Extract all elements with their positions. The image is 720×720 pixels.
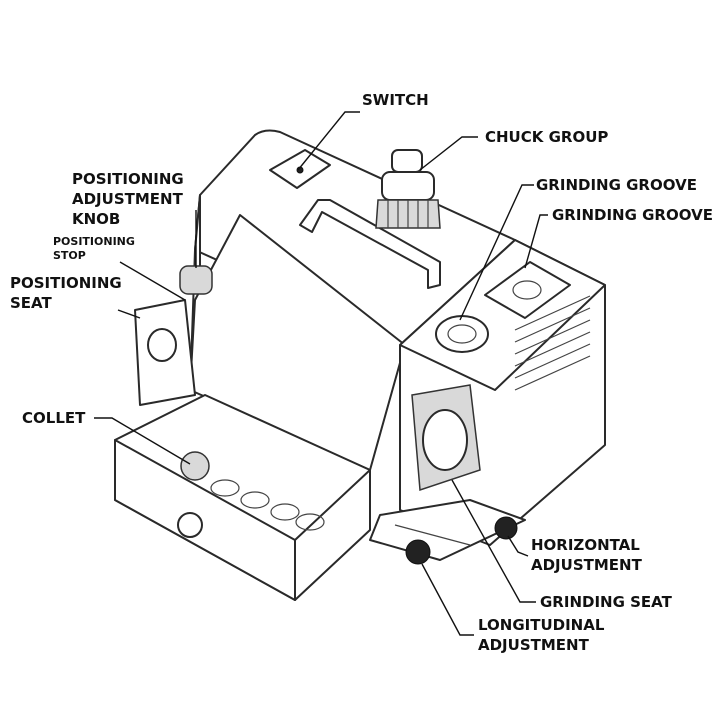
longitudinal-adjustment-knob — [405, 539, 431, 565]
leader-positioning-stop — [119, 261, 186, 301]
leader-lines — [94, 111, 548, 636]
label-horizontal-adjustment-1: HORIZONTAL — [531, 536, 640, 554]
label-positioning-adjustment-knob-3: KNOB — [72, 210, 120, 228]
leader-collet — [94, 417, 191, 465]
horizontal-adjustment-knob — [494, 516, 518, 540]
label-collet: COLLET — [22, 409, 86, 427]
label-switch: SWITCH — [362, 91, 429, 109]
leader-chuck-group — [419, 136, 478, 171]
label-grinding-groove-2: GRINDING GROOVE — [552, 206, 713, 224]
label-longitudinal-adjustment-2: ADJUSTMENT — [478, 636, 590, 654]
label-positioning-seat-1: POSITIONING — [10, 274, 122, 292]
label-chuck-group: CHUCK GROUP — [485, 128, 608, 146]
grinding-groove-hole-1 — [435, 315, 489, 353]
leader-grinding-groove-2 — [524, 214, 548, 269]
label-positioning-seat-2: SEAT — [10, 294, 52, 312]
label-horizontal-adjustment-2: ADJUSTMENT — [531, 556, 643, 574]
vent-slots — [514, 295, 591, 391]
leader-grinding-seat — [451, 479, 536, 603]
label-grinding-groove-1: GRINDING GROOVE — [536, 176, 697, 194]
label-longitudinal-adjustment-1: LONGITUDINAL — [478, 616, 605, 634]
leader-grinding-groove-1 — [459, 184, 534, 321]
label-grinding-seat: GRINDING SEAT — [540, 593, 673, 611]
label-positioning-adjustment-knob-2: ADJUSTMENT — [72, 190, 184, 208]
leader-longitudinal-adjustment — [421, 563, 474, 636]
label-positioning-stop-1: POSITIONING — [53, 235, 135, 248]
drawer-pull — [177, 512, 203, 538]
leader-positioning-seat — [117, 309, 141, 319]
grinding-groove-plate-2 — [484, 261, 571, 319]
collet-part — [180, 451, 210, 481]
leader-switch — [297, 111, 360, 171]
label-positioning-stop-2: STOP — [53, 249, 86, 262]
machine-illustration — [114, 129, 606, 601]
leader-horizontal-adjustment — [507, 535, 529, 557]
carry-handle — [299, 199, 441, 289]
drawer-cups — [210, 479, 325, 531]
positioning-knob — [179, 265, 213, 295]
chuck — [375, 149, 441, 229]
label-positioning-adjustment-knob-1: POSITIONING — [72, 170, 184, 188]
labels: SWITCH CHUCK GROUP GRINDING GROOVE GRIND… — [10, 91, 713, 654]
